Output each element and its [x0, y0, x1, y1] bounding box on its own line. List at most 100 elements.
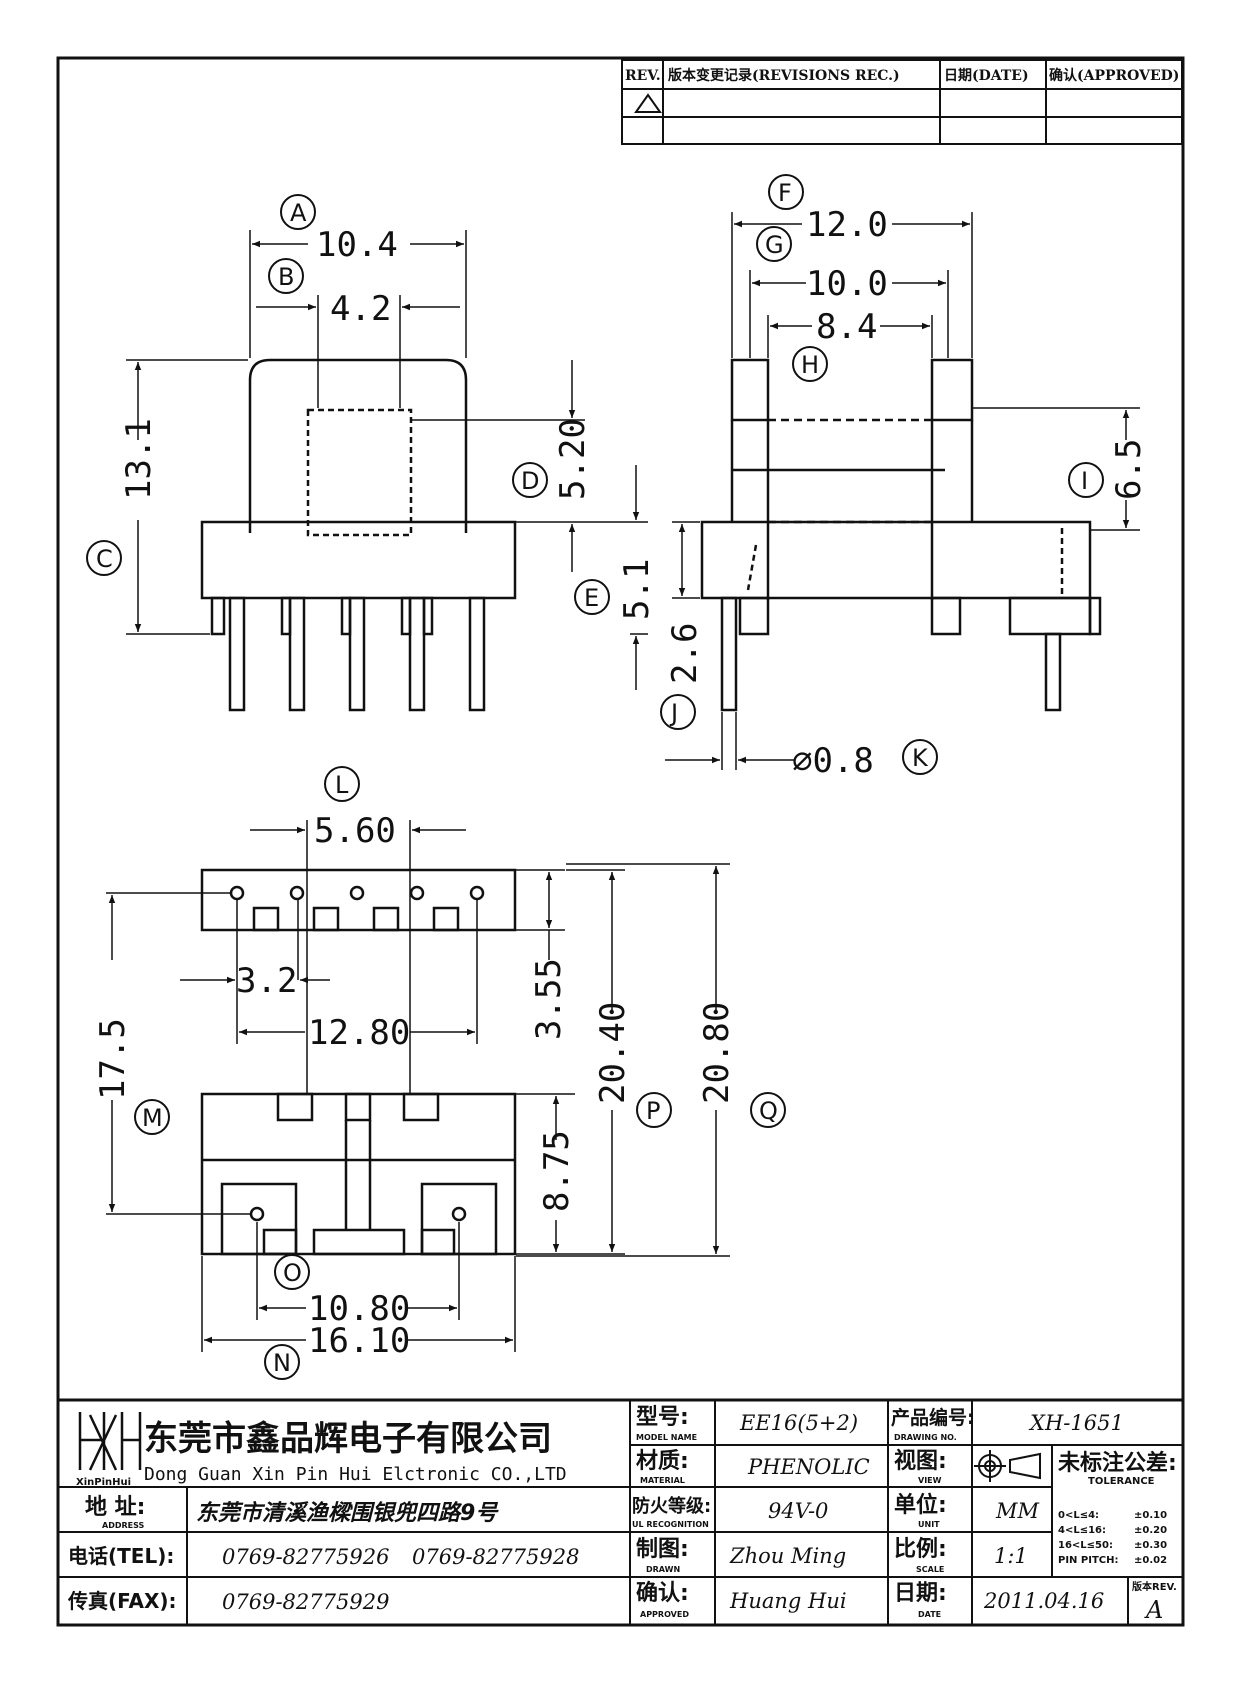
dim-o-value: 10.80 [308, 1289, 410, 1329]
dim-n-value: 16.10 [308, 1321, 410, 1361]
tol-range-1: 0<L≤4: [1058, 1510, 1099, 1521]
dim-p-value: 20.40 [593, 1002, 633, 1104]
address-value: 东莞市清溪渔樑围银兜四路9号 [196, 1500, 499, 1526]
tolerance-title-en: TOLERANCE [1088, 1476, 1155, 1487]
date-header: 日期(DATE) [944, 68, 1029, 84]
unit-value: MM [995, 1499, 1040, 1523]
callout-m: M [142, 1104, 163, 1132]
revisions-header: 版本变更记录(REVISIONS REC.) [668, 67, 900, 84]
dim-c-value: 13.1 [119, 418, 159, 500]
callout-g: G [765, 231, 784, 259]
callout-e: E [584, 584, 599, 612]
callout-b: B [278, 263, 294, 291]
approved-label: 确认: [636, 1580, 689, 1606]
callout-p: P [646, 1097, 660, 1125]
dim-m-value: 17.5 [93, 1018, 133, 1100]
dim-b-value: 4.2 [330, 289, 391, 329]
drawing-no-label-en: DRAWING NO. [894, 1433, 957, 1442]
model-value: EE16(5+2) [739, 1411, 858, 1435]
tol-value-3: ±0.30 [1134, 1540, 1167, 1551]
ul-label-en: UL RECOGNITION [632, 1520, 709, 1529]
rev-value: A [1144, 1596, 1163, 1624]
material-label-en: MATERIAL [640, 1476, 685, 1485]
date-label: 日期: [894, 1581, 947, 1606]
dim-8-75-value: 8.75 [537, 1130, 577, 1212]
unit-label-en: UNIT [918, 1520, 940, 1529]
callout-n: N [273, 1349, 291, 1377]
date-label-en: DATE [918, 1610, 941, 1619]
dim-j-value: 2.6 [665, 623, 705, 684]
callout-l: L [335, 771, 349, 799]
dim-g-value: 10.0 [806, 264, 888, 304]
model-label: 型号: [636, 1405, 689, 1430]
view-label-en: VIEW [918, 1476, 942, 1485]
dim-i-value: 6.5 [1109, 439, 1149, 500]
callout-o: O [283, 1259, 302, 1287]
dim-a-value: 10.4 [316, 225, 398, 265]
tol-range-2: 4<L≤16: [1058, 1525, 1106, 1536]
side-view [700, 358, 1102, 712]
tol-value-1: ±0.10 [1134, 1510, 1167, 1521]
dim-3-2-value: 3.2 [236, 961, 297, 1001]
callout-h: H [801, 351, 819, 379]
callout-letters: A B C D E F G H I J K L M N O P Q [96, 179, 1088, 1377]
dim-f-value: 12.0 [806, 205, 888, 245]
drawn-label: 制图: [636, 1537, 689, 1562]
drawing-no-label: 产品编号: [891, 1406, 975, 1429]
approved-value: Huang Hui [729, 1589, 847, 1613]
side-view-dims [665, 212, 1140, 770]
drawn-value: Zhou Ming [729, 1544, 846, 1568]
tel-1: 0769-82775926 [222, 1545, 389, 1569]
tol-range-3: 16<L≤50: [1058, 1540, 1113, 1551]
dim-3-55-value: 3.55 [529, 958, 569, 1040]
address-label-en: ADDRESS [102, 1521, 145, 1530]
company-logo [78, 1412, 142, 1471]
approved-header: 确认(APPROVED) [1049, 67, 1179, 84]
tol-value-4: ±0.02 [1134, 1555, 1167, 1566]
material-label: 材质: [636, 1449, 689, 1474]
callout-q: Q [759, 1097, 778, 1125]
unit-label: 单位: [894, 1492, 947, 1518]
company-name-cn: 东莞市鑫品辉电子有限公司 [144, 1419, 552, 1459]
scale-value: 1:1 [994, 1544, 1028, 1568]
bottom-view [200, 868, 517, 1256]
sheet-border [56, 56, 1185, 1627]
tel-label: 电话(TEL): [68, 1544, 174, 1568]
callout-circles [86, 174, 1104, 1380]
callout-j: J [669, 699, 678, 727]
material-value: PHENOLIC [747, 1455, 870, 1479]
drawing-no-value: XH-1651 [1028, 1411, 1124, 1435]
approved-label-en: APPROVED [640, 1610, 689, 1619]
dim-e-value: 5.1 [617, 559, 657, 620]
logo-text: XinPinHui [76, 1477, 131, 1488]
dim-q-value: 20.80 [697, 1002, 737, 1104]
ul-value: 94V-0 [768, 1499, 828, 1523]
address-label: 地 址: [85, 1495, 145, 1520]
company-name-en: Dong Guan Xin Pin Hui Elctronic CO.,LTD [144, 1464, 567, 1485]
tel-2: 0769-82775928 [412, 1545, 579, 1569]
callout-c: C [96, 545, 113, 573]
rev-header: REV. [625, 68, 661, 84]
callout-d: D [521, 467, 539, 495]
callout-i: I [1081, 467, 1088, 495]
dim-d-value: 5.20 [553, 418, 593, 500]
bottom-view-dims [106, 820, 730, 1352]
tol-value-2: ±0.20 [1134, 1525, 1167, 1536]
revision-block [621, 59, 1183, 145]
fax-value: 0769-82775929 [222, 1590, 389, 1614]
ul-label: 防火等级: [632, 1495, 711, 1517]
dim-h-value: 8.4 [816, 307, 877, 347]
third-angle-projection-icon [974, 1450, 1041, 1482]
model-label-en: MODEL NAME [636, 1433, 697, 1442]
drawn-label-en: DRAWN [646, 1565, 680, 1574]
scale-label-en: SCALE [916, 1565, 944, 1574]
dim-k-value: ⌀0.8 [792, 741, 874, 781]
front-view [200, 358, 517, 712]
dim-l-value: 5.60 [314, 811, 396, 851]
callout-k: K [912, 744, 929, 772]
title-block-grid [58, 1398, 1183, 1625]
callout-a: A [290, 199, 307, 227]
scale-label: 比例: [894, 1537, 947, 1562]
dim-12-80-value: 12.80 [308, 1013, 410, 1053]
